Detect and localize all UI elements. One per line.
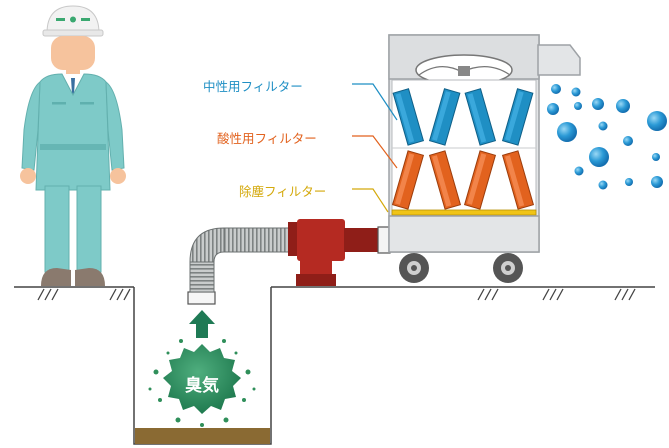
hose-inlet <box>187 291 216 305</box>
inlet-flange <box>377 226 391 254</box>
deodorizer-unit <box>388 34 581 283</box>
neutral-filters <box>392 88 534 146</box>
acid-filters <box>391 150 535 210</box>
odor-cloud <box>148 332 256 427</box>
flex-hose <box>189 227 295 293</box>
acid-filter-label: 酸性用フィルター <box>217 131 317 146</box>
blower-icon <box>288 219 382 286</box>
ground <box>14 286 655 301</box>
clean-air-bubbles <box>547 84 667 190</box>
odor-label: 臭気 <box>185 376 219 396</box>
arrow-up-icon <box>189 310 215 338</box>
dust-filter <box>391 209 537 216</box>
leader-lines <box>352 83 398 213</box>
soil-layer <box>135 428 270 444</box>
neutral-filter-label: 中性用フィルター <box>203 79 303 94</box>
dust-filter-label: 除塵フィルター <box>239 184 327 199</box>
worker-icon <box>20 5 126 286</box>
pit <box>133 287 272 445</box>
